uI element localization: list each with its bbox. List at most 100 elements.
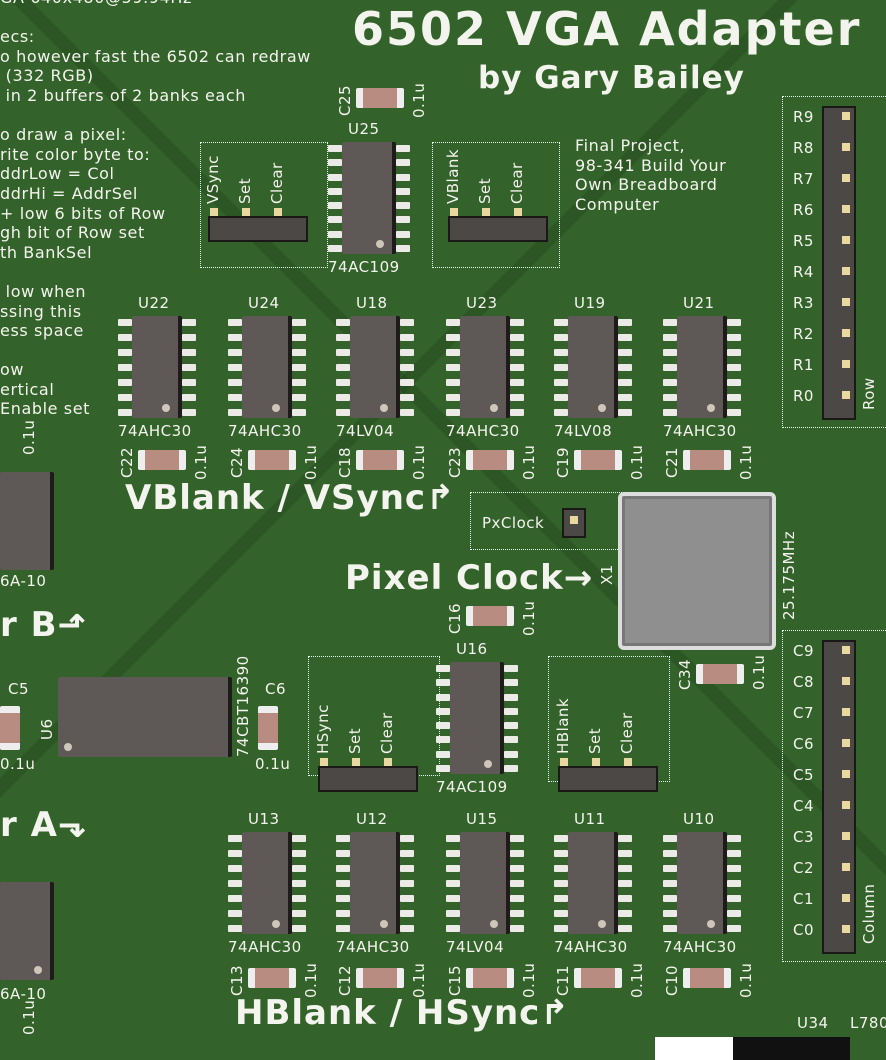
chip-u10 [677, 832, 727, 934]
chip-pin [446, 895, 460, 902]
chip-pin [228, 394, 242, 401]
row2-chip-ref: U11 [574, 810, 606, 828]
vblank-section-label: VBlank / VSync↱ [125, 478, 456, 518]
c15-ref: C15 [446, 964, 464, 996]
vblank-label-vblank: VBlank [444, 148, 462, 204]
vsync-label-set: Set [236, 177, 254, 204]
chip-pin [554, 319, 568, 326]
row1-chip-part: 74AHC30 [663, 422, 737, 440]
chip-pin [118, 364, 132, 371]
vblank-label-set: Set [476, 177, 494, 204]
pin1-marker [380, 404, 388, 412]
pin1-marker [707, 920, 715, 928]
pin1-marker [484, 760, 492, 768]
chip-pin [400, 835, 414, 842]
chip-pin [727, 865, 741, 872]
u25-ref: U25 [348, 120, 380, 138]
chip-pin [504, 693, 518, 701]
chip-pin [436, 736, 450, 744]
chip-pin [336, 835, 350, 842]
chip-pin [400, 349, 414, 356]
chip-pin [663, 364, 677, 371]
chip-pin [336, 379, 350, 386]
chip-pin [118, 394, 132, 401]
c18-value: 0.1u [410, 444, 428, 480]
col_header-pin [842, 894, 850, 902]
crystal-ref: X1 [598, 564, 616, 585]
row2-chip-ref: U13 [248, 810, 280, 828]
chip-pin [228, 319, 242, 326]
note-line: th BankSel [0, 242, 93, 262]
row_header-pin [842, 391, 850, 399]
row1-chip-ref: U18 [356, 294, 388, 312]
row_header-pin-label: R2 [793, 325, 814, 343]
chip-pin [400, 364, 414, 371]
chip-pin [336, 880, 350, 887]
capacitor-c25 [356, 88, 404, 108]
vsync-jumper-header [208, 216, 308, 242]
chip-pin [554, 865, 568, 872]
note-line: rite color byte to: [0, 144, 151, 164]
chip-pin [446, 319, 460, 326]
row1-chip-part: 74AHC30 [228, 422, 302, 440]
chip-pin [328, 230, 342, 238]
chip-pin [292, 349, 306, 356]
chip-pin [727, 895, 741, 902]
hblank-label-clear: Clear [618, 712, 636, 754]
row1-chip-part: 74LV04 [336, 422, 395, 440]
chip-pin [504, 736, 518, 744]
row_header-pin-label: R7 [793, 170, 814, 188]
row_header-pin [842, 205, 850, 213]
chip-pin [228, 379, 242, 386]
row_header-connector [822, 106, 856, 420]
chip-pin [336, 925, 350, 932]
chip-pin [396, 173, 410, 181]
hblank-section-label: HBlank / HSync↱ [235, 993, 570, 1033]
chip-pin [336, 409, 350, 416]
pxclock-label: PxClock [482, 514, 545, 532]
chip-pin [336, 910, 350, 917]
chip-pin [400, 409, 414, 416]
chip-pin [618, 349, 632, 356]
chip-pin [618, 925, 632, 932]
row2-chip-ref: U12 [356, 810, 388, 828]
vsync-pin [242, 208, 250, 216]
buffer-a-part: 6A-10 [0, 985, 47, 1003]
chip-pin [292, 910, 306, 917]
chip-pin [228, 865, 242, 872]
chip-pin [727, 409, 741, 416]
chip-pin [504, 750, 518, 758]
chip-pin [436, 665, 450, 672]
chip-pin [727, 850, 741, 857]
capacitor-c15 [466, 968, 514, 988]
pin1-marker [380, 920, 388, 928]
chip-pin [554, 895, 568, 902]
chip-pin [727, 349, 741, 356]
chip-pin [618, 880, 632, 887]
chip-pin [328, 173, 342, 181]
chip-pin [400, 895, 414, 902]
chip-pin [510, 835, 524, 842]
chip-pin [292, 835, 306, 842]
row1-chip-ref: U23 [466, 294, 498, 312]
row2-chip-part: 74AHC30 [336, 938, 410, 956]
c18-ref: C18 [336, 446, 354, 478]
pin1-marker [598, 920, 606, 928]
chip-pin [228, 880, 242, 887]
chip-buffer-a [0, 882, 54, 980]
pxclock-pin [562, 508, 586, 538]
chip-pin [663, 925, 677, 932]
chip-pin [336, 865, 350, 872]
chip-pin [663, 910, 677, 917]
chip-pin [554, 349, 568, 356]
chip-pin [727, 880, 741, 887]
note-line: in 2 buffers of 2 banks each [0, 85, 246, 105]
chip-pin [446, 880, 460, 887]
left-cap-value-bottom: 0.1u [20, 999, 38, 1035]
hsync-pin [320, 758, 328, 766]
chip-pin [510, 334, 524, 341]
buffer-b-label: r B⬏ [0, 605, 88, 645]
chip-pin [228, 835, 242, 842]
note-line: low when [0, 281, 87, 301]
col_header-pin-label: C9 [793, 642, 815, 660]
